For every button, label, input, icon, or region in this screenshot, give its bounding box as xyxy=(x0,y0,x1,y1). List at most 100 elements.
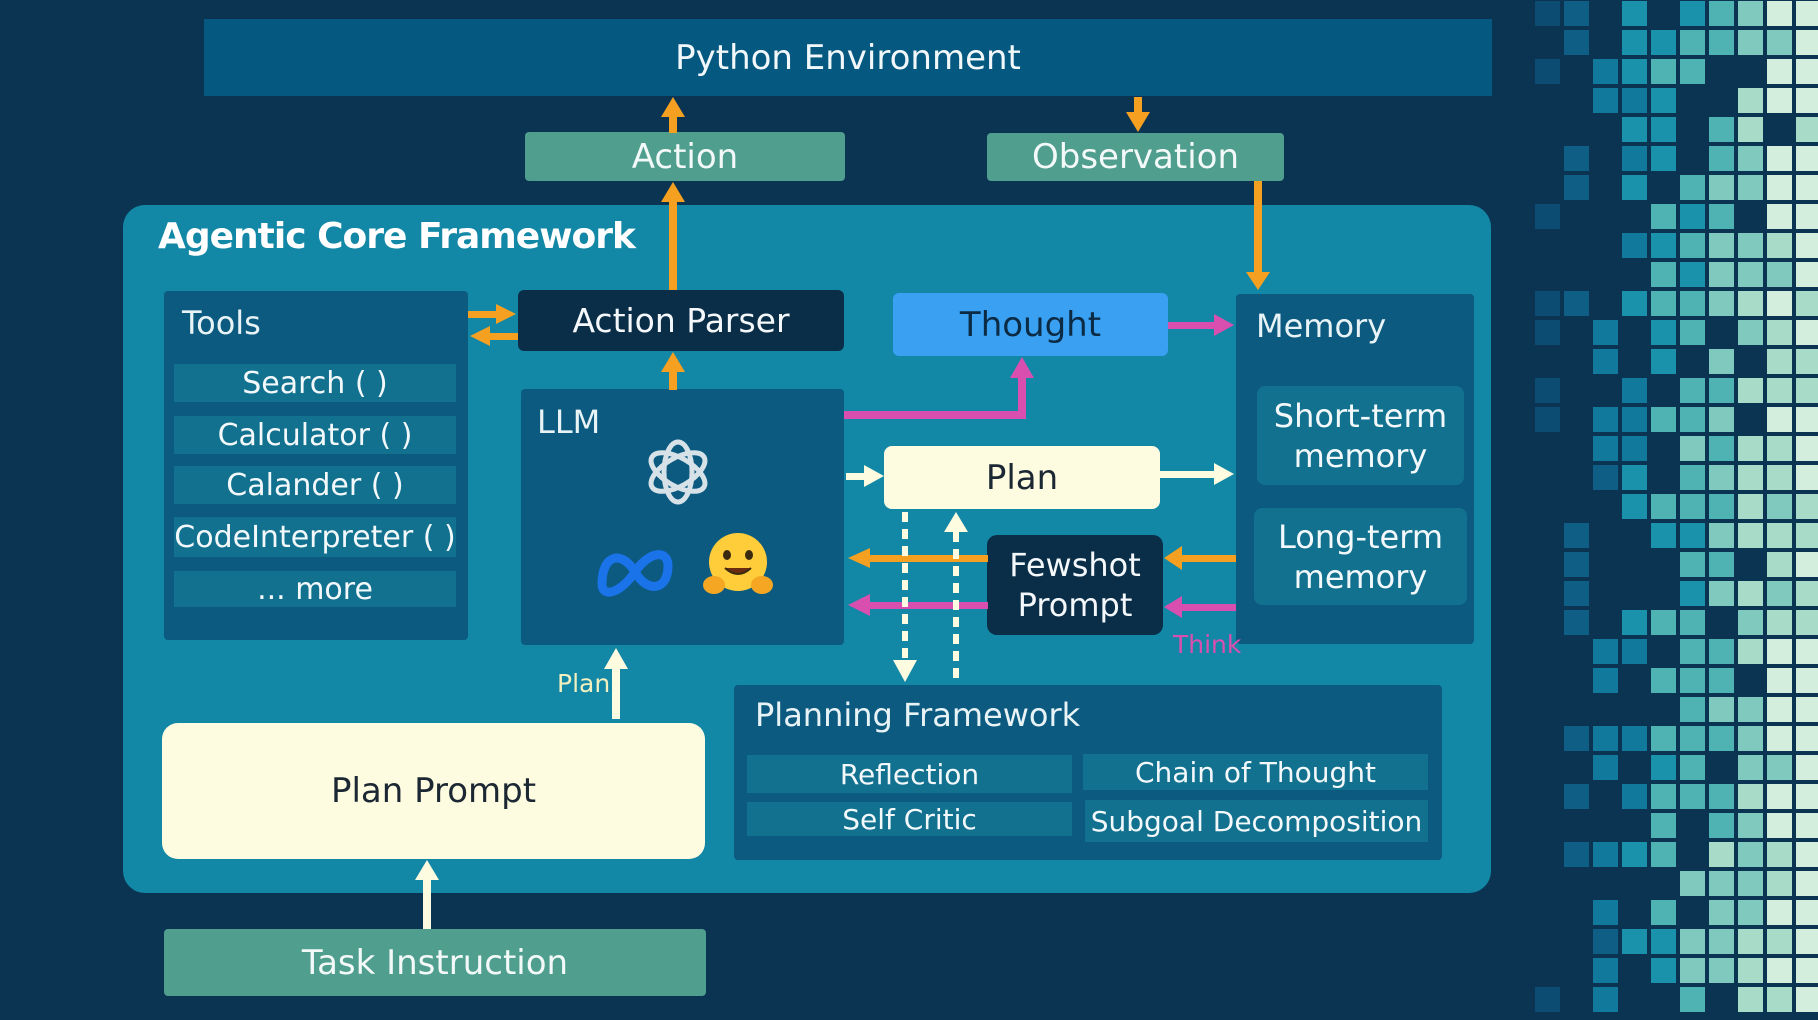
mosaic-tile xyxy=(1709,523,1734,548)
mosaic-tile xyxy=(1796,291,1818,316)
planning-framework-title: Planning Framework xyxy=(755,696,1081,734)
mosaic-tile xyxy=(1796,117,1818,142)
mosaic-tile xyxy=(1709,581,1734,606)
mosaic-tile xyxy=(1738,784,1763,809)
mosaic-tile xyxy=(1709,871,1734,896)
mosaic-tile xyxy=(1593,59,1618,84)
think-label: Think xyxy=(1173,630,1242,659)
mosaic-tile xyxy=(1564,784,1589,809)
mosaic-tile xyxy=(1680,610,1705,635)
mosaic-tile xyxy=(1651,88,1676,113)
mosaic-tile xyxy=(1767,204,1792,229)
mosaic-tile xyxy=(1593,465,1618,490)
mosaic-tile xyxy=(1622,610,1647,635)
cream-arrows xyxy=(415,463,1234,929)
mosaic-tile xyxy=(1680,30,1705,55)
mosaic-tile xyxy=(1622,436,1647,461)
mosaic-tile xyxy=(1767,233,1792,258)
mosaic-tile xyxy=(1738,697,1763,722)
mosaic-tile xyxy=(1796,320,1818,345)
mosaic-tile xyxy=(1680,987,1705,1012)
mosaic-tile xyxy=(1767,755,1792,780)
mosaic-tile xyxy=(1680,668,1705,693)
mosaic-tile xyxy=(1738,88,1763,113)
mosaic-tile xyxy=(1738,30,1763,55)
mosaic-tile xyxy=(1651,146,1676,171)
mosaic-tile xyxy=(1622,378,1647,403)
mosaic-tile xyxy=(1709,175,1734,200)
mosaic-tile xyxy=(1651,784,1676,809)
plan-prompt-label: Plan Prompt xyxy=(330,771,537,811)
mosaic-tile xyxy=(1680,59,1705,84)
mosaic-tile xyxy=(1651,523,1676,548)
mosaic-tile xyxy=(1622,146,1647,171)
mosaic-tile xyxy=(1593,755,1618,780)
mosaic-tile xyxy=(1796,929,1818,954)
mosaic-tile xyxy=(1709,958,1734,983)
mosaic-tile xyxy=(1709,30,1734,55)
python-environment-bar: Python Environment xyxy=(204,19,1492,96)
mosaic-tile xyxy=(1796,204,1818,229)
hugging-face-icon xyxy=(703,533,773,594)
mosaic-tile xyxy=(1709,349,1734,374)
mosaic-tile xyxy=(1680,784,1705,809)
mosaic-tile xyxy=(1651,755,1676,780)
mosaic-tile xyxy=(1651,494,1676,519)
llm-panel xyxy=(521,389,844,645)
decorative-mosaic xyxy=(1520,0,1818,1020)
mosaic-tile xyxy=(1767,1,1792,26)
mosaic-tile xyxy=(1738,291,1763,316)
mosaic-tile xyxy=(1738,320,1763,345)
tool-calculator: Calculator ( ) xyxy=(174,416,456,454)
mosaic-tile xyxy=(1767,697,1792,722)
mosaic-tile xyxy=(1767,494,1792,519)
mosaic-tile xyxy=(1651,813,1676,838)
mosaic-tile xyxy=(1709,784,1734,809)
mosaic-tile xyxy=(1564,175,1589,200)
mosaic-tile xyxy=(1622,726,1647,751)
observation-label: Observation xyxy=(1031,137,1240,177)
mosaic-tile xyxy=(1593,726,1618,751)
mosaic-tile xyxy=(1738,465,1763,490)
pink-arrows xyxy=(844,314,1236,618)
fewshot-prompt-label: Fewshot Prompt xyxy=(1009,546,1141,624)
mosaic-tile xyxy=(1796,349,1818,374)
mosaic-tile xyxy=(1680,233,1705,258)
mosaic-tile xyxy=(1564,552,1589,577)
mosaic-tile xyxy=(1796,697,1818,722)
mosaic-tile xyxy=(1535,987,1560,1012)
mosaic-tile xyxy=(1593,842,1618,867)
mosaic-tile xyxy=(1680,175,1705,200)
mosaic-tile xyxy=(1564,1,1589,26)
mosaic-tile xyxy=(1738,378,1763,403)
observation-box: Observation xyxy=(987,133,1284,181)
mosaic-tile xyxy=(1651,320,1676,345)
mosaic-tile xyxy=(1767,668,1792,693)
mosaic-tile xyxy=(1651,349,1676,374)
mosaic-tile xyxy=(1593,668,1618,693)
mosaic-tile xyxy=(1709,1,1734,26)
thought-label: Thought xyxy=(959,304,1102,345)
mosaic-tile xyxy=(1796,175,1818,200)
python-environment-label: Python Environment xyxy=(675,37,1021,78)
mosaic-tile xyxy=(1767,378,1792,403)
orange-arrows xyxy=(468,97,1270,570)
openai-logo-icon xyxy=(648,439,708,505)
mosaic-tile xyxy=(1796,378,1818,403)
action-parser-label: Action Parser xyxy=(572,301,790,340)
mosaic-tile xyxy=(1767,581,1792,606)
mosaic-tile xyxy=(1680,581,1705,606)
mosaic-tile xyxy=(1564,291,1589,316)
mosaic-tile xyxy=(1680,929,1705,954)
dotted-arrows xyxy=(902,512,959,680)
mosaic-tile xyxy=(1535,320,1560,345)
mosaic-tile xyxy=(1738,726,1763,751)
framework-title: Agentic Core Framework xyxy=(158,216,636,257)
mosaic-tile xyxy=(1767,552,1792,577)
mosaic-tile xyxy=(1622,639,1647,664)
mosaic-tile xyxy=(1796,639,1818,664)
mosaic-tile xyxy=(1622,233,1647,258)
mosaic-tile xyxy=(1767,610,1792,635)
mosaic-tile xyxy=(1796,233,1818,258)
task-instruction-label: Task Instruction xyxy=(301,942,569,983)
